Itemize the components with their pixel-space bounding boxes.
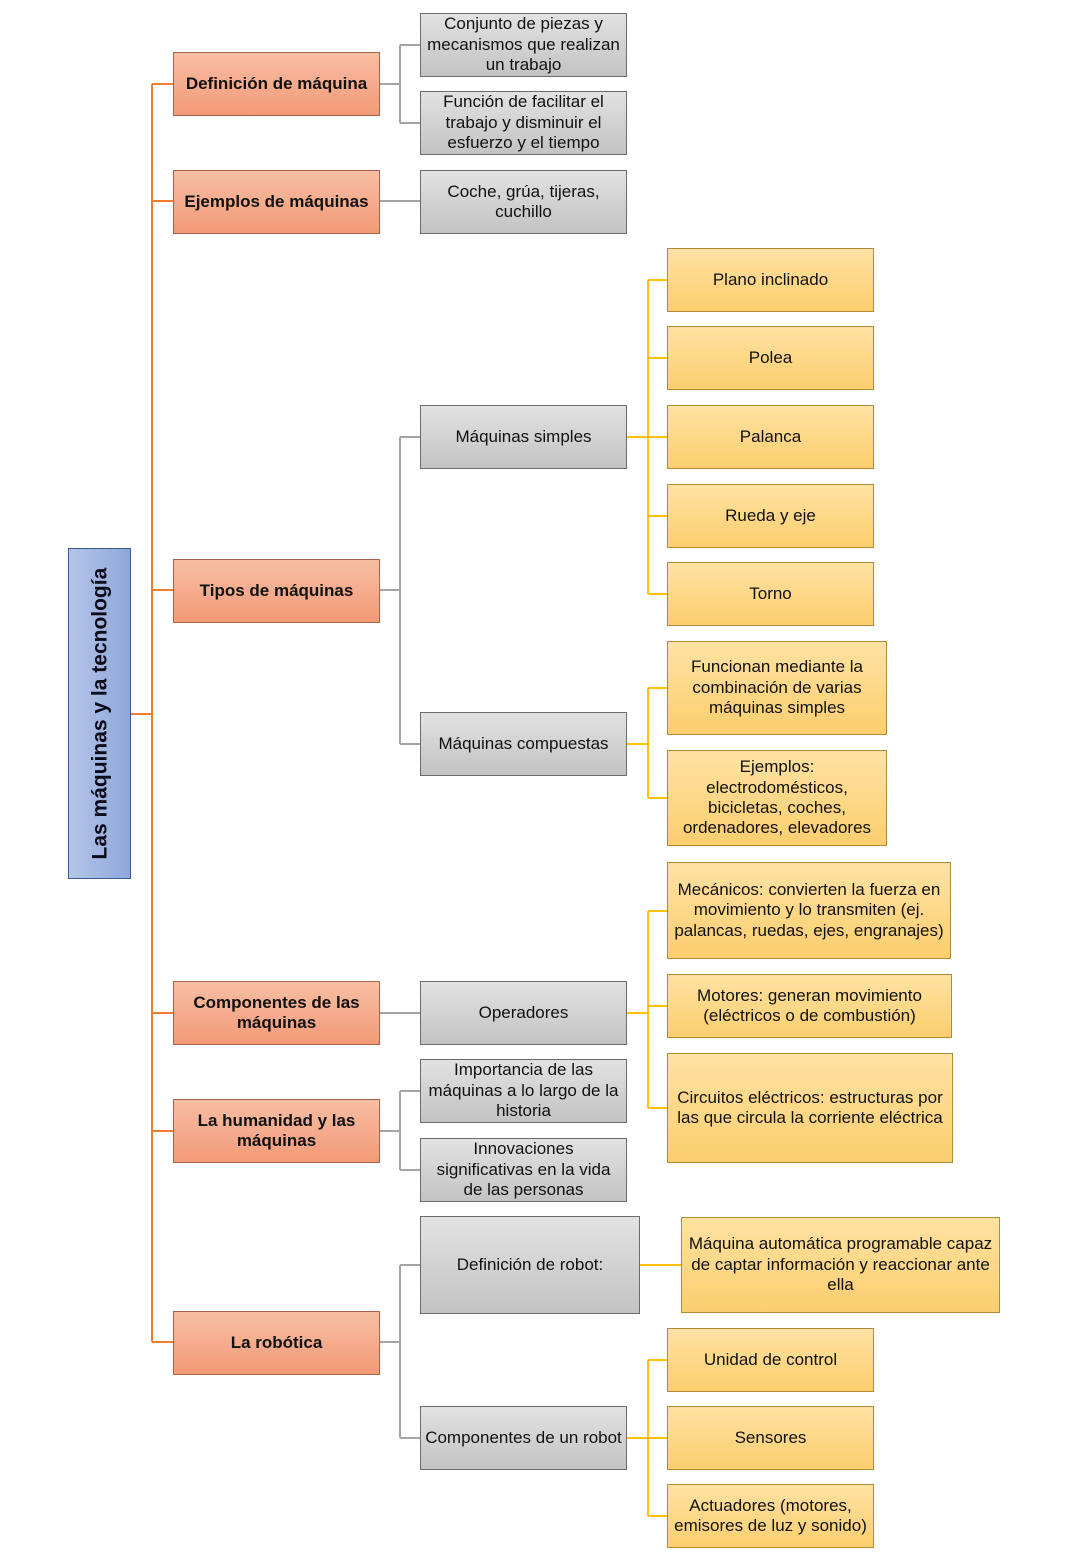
root-connectors (131, 83, 173, 1343)
definicion-conjunto-piezas: Conjunto de piezas y mecanismos que real… (420, 13, 627, 77)
compuestas-funcionan: Funcionan mediante la combinación de var… (667, 641, 887, 735)
robot-definicion-texto: Máquina automática programable capaz de … (681, 1217, 1000, 1313)
connector (627, 1359, 667, 1517)
root-label: Las máquinas y la tecnología (87, 567, 111, 860)
connector (379, 44, 420, 124)
connector (627, 279, 667, 595)
connector (379, 1090, 420, 1171)
definicion-funcion: Función de facilitar el trabajo y dismin… (420, 91, 627, 155)
palanca: Palanca (667, 405, 874, 469)
operador-mecanicos: Mecánicos: convierten la fuerza en movim… (667, 862, 951, 959)
sensores: Sensores (667, 1406, 874, 1470)
actuadores: Actuadores (motores, emisores de luz y s… (667, 1484, 874, 1548)
operador-circuitos: Circuitos eléctricos: estructuras por la… (667, 1053, 953, 1163)
torno: Torno (667, 562, 874, 626)
plano-inclinado: Plano inclinado (667, 248, 874, 312)
root-topic: Las máquinas y la tecnología (68, 548, 131, 879)
category-ejemplos-maquinas: Ejemplos de máquinas (173, 170, 380, 234)
definicion-robot: Definición de robot: (420, 1216, 640, 1314)
componentes-robot: Componentes de un robot (420, 1406, 627, 1470)
operadores: Operadores (420, 981, 627, 1045)
maquinas-compuestas: Máquinas compuestas (420, 712, 627, 776)
connector (379, 436, 420, 745)
innovaciones: Innovaciones significativas en la vida d… (420, 1138, 627, 1202)
connector (627, 687, 667, 799)
connector (627, 910, 667, 1109)
rueda-eje: Rueda y eje (667, 484, 874, 548)
category-definicion-maquina: Definición de máquina (173, 52, 380, 116)
compuestas-ejemplos: Ejemplos: electrodomésticos, bicicletas,… (667, 750, 887, 846)
category-tipos-maquinas: Tipos de máquinas (173, 559, 380, 623)
unidad-control: Unidad de control (667, 1328, 874, 1392)
level2-connectors (627, 279, 681, 1517)
category-humanidad-maquinas: La humanidad y las máquinas (173, 1099, 380, 1163)
maquinas-simples: Máquinas simples (420, 405, 627, 469)
connector (379, 1264, 420, 1439)
operador-motores: Motores: generan movimiento (eléctricos … (667, 974, 952, 1038)
category-robotica: La robótica (173, 1311, 380, 1375)
category-componentes-maquinas: Componentes de las máquinas (173, 981, 380, 1045)
polea: Polea (667, 326, 874, 390)
importancia-historia: Importancia de las máquinas a lo largo d… (420, 1059, 627, 1123)
ejemplos-lista: Coche, grúa, tijeras, cuchillo (420, 170, 627, 234)
level1-connectors (379, 44, 420, 1439)
